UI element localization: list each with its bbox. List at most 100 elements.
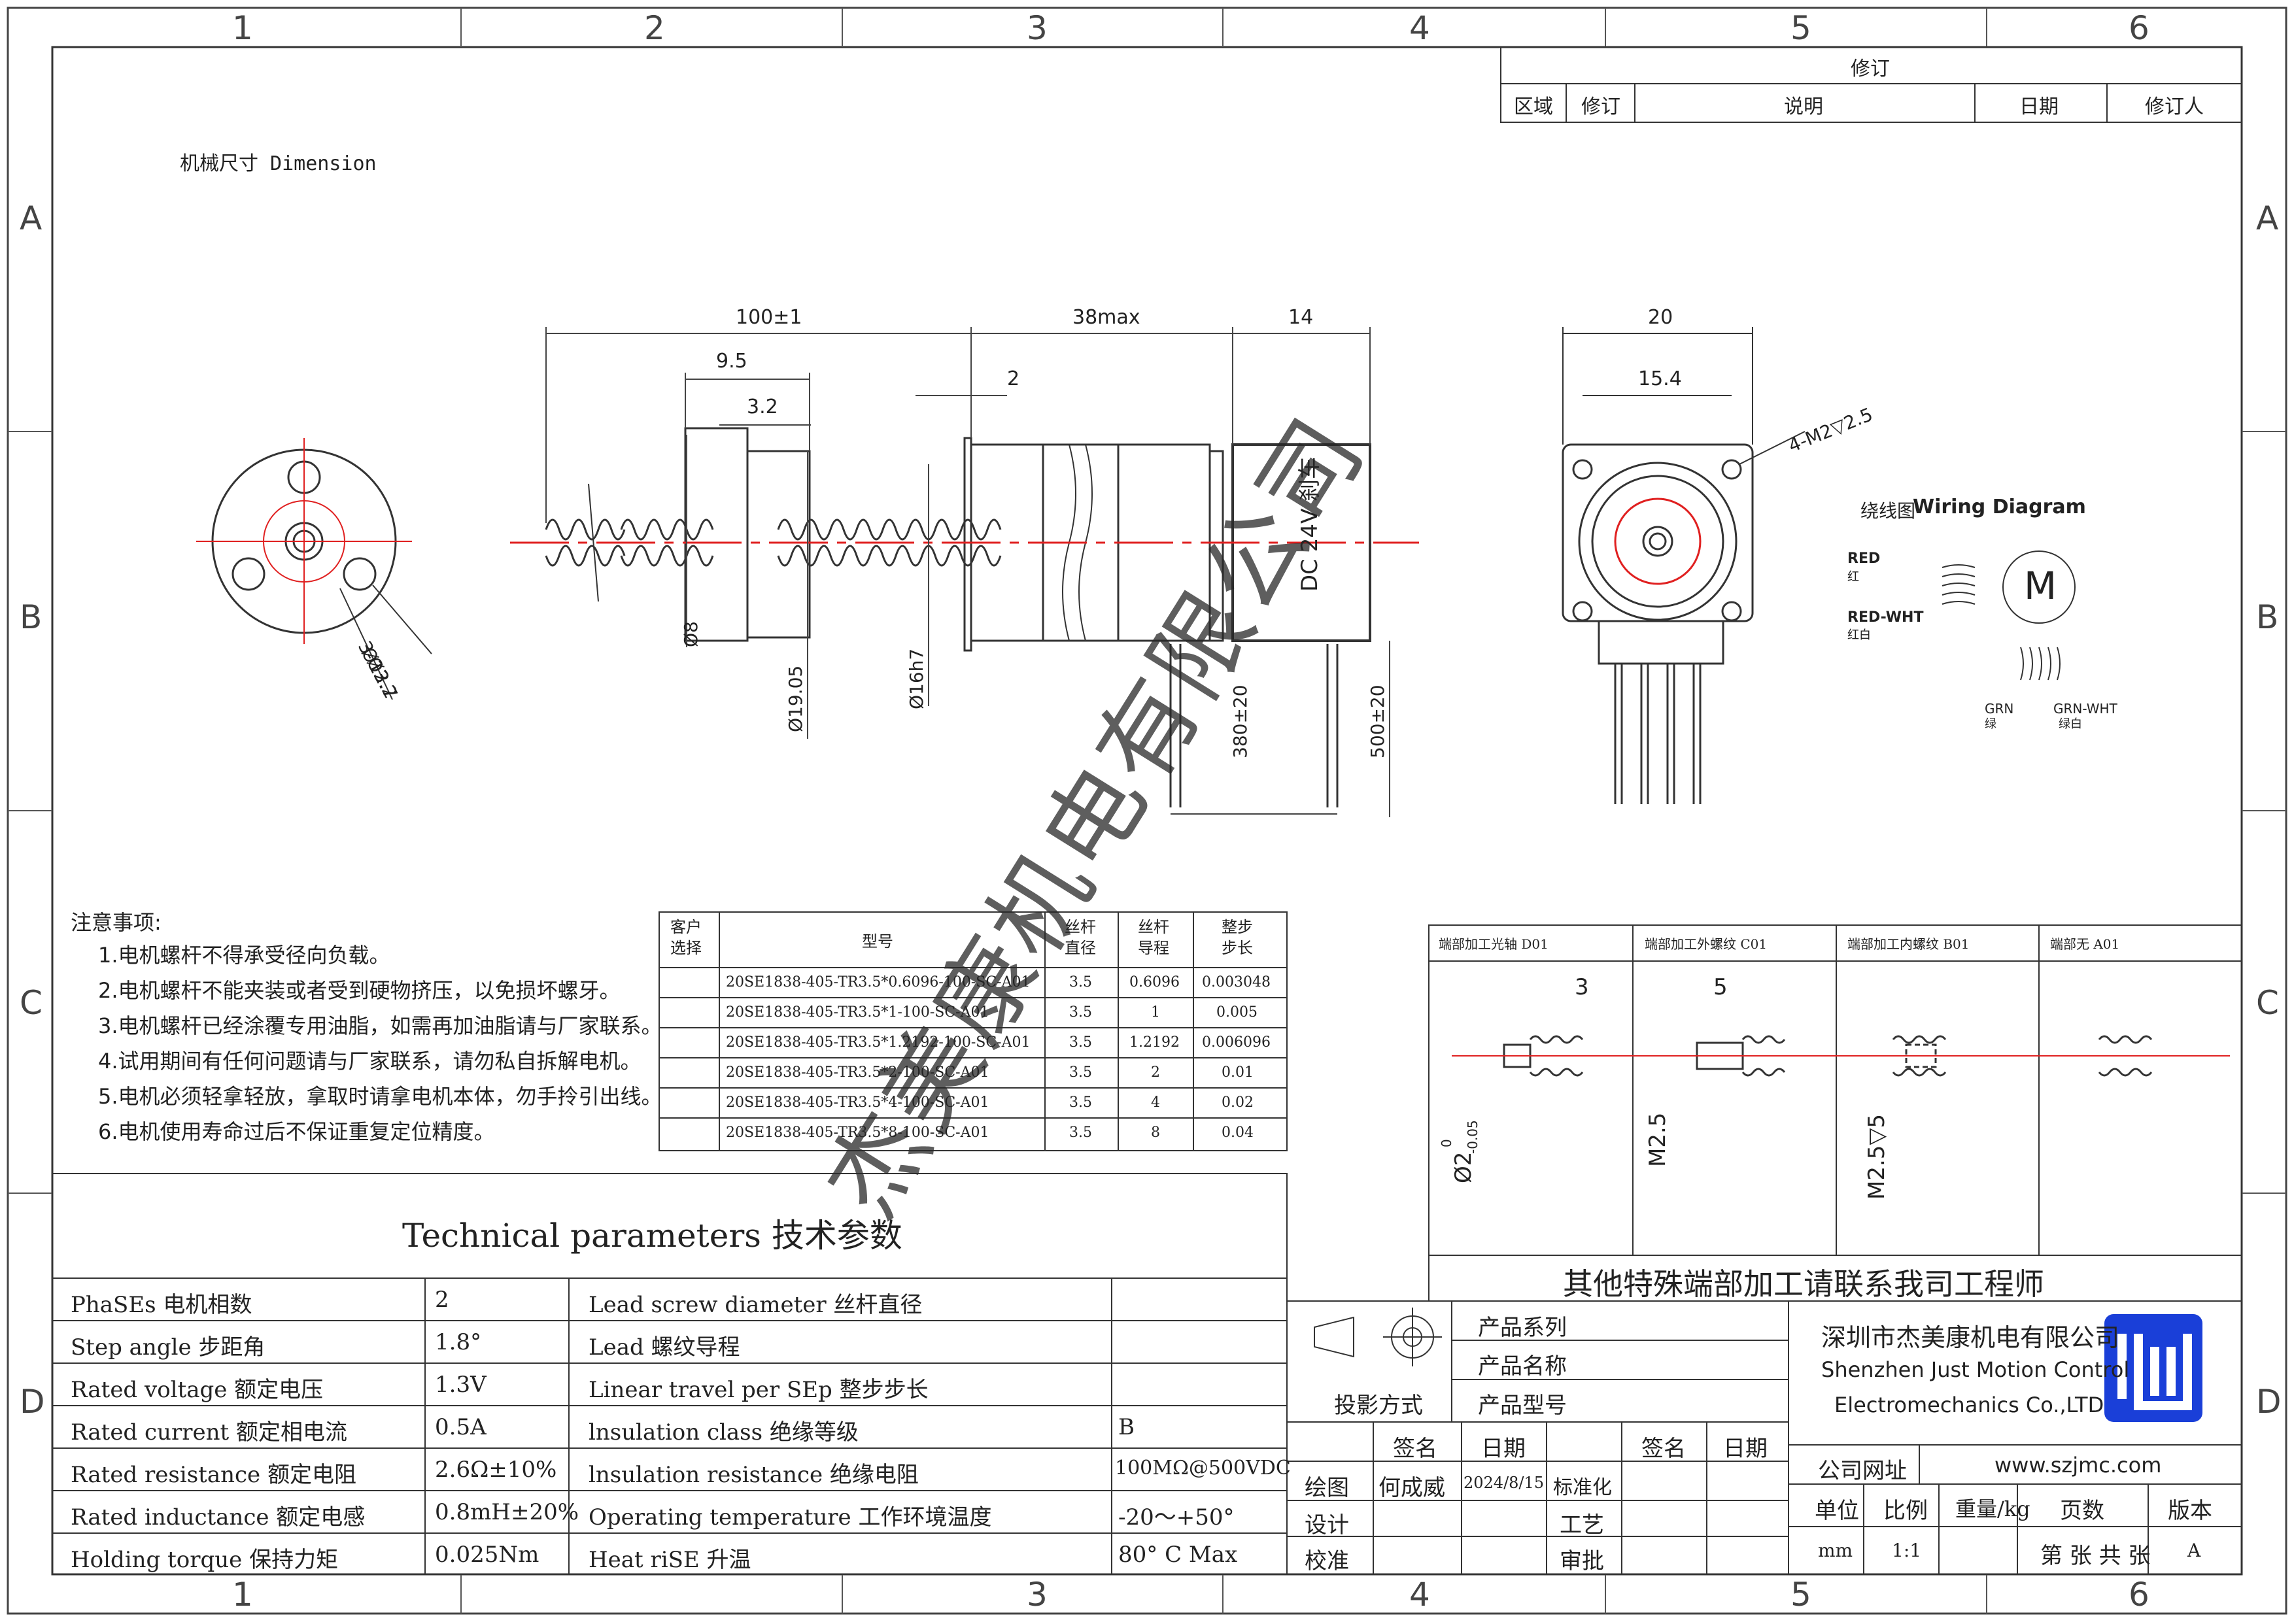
tech-row-value: 1.8° xyxy=(435,1329,482,1355)
model-row-dia: 3.5 xyxy=(1069,1064,1092,1081)
c01-length: 5 xyxy=(1713,974,1728,1000)
note-item: 5.电机必须轻拿轻放，拿取时请拿电机本体，勿手拎引出线。 xyxy=(98,1084,662,1109)
motor-symbol: M xyxy=(2024,564,2057,608)
col-label-6-bottom: 6 xyxy=(2129,1576,2149,1614)
end-opt-header-c01: 端部加工外螺纹 C01 xyxy=(1645,936,1768,952)
tb-draw-date: 2024/8/15 xyxy=(1464,1474,1545,1492)
tech-row-value: 0.5A xyxy=(435,1414,487,1440)
col-label-6: 6 xyxy=(2129,9,2149,47)
front-view xyxy=(196,438,432,700)
tb-product-name: 产品名称 xyxy=(1478,1353,1567,1379)
wire-grn-wht: GRN-WHT xyxy=(2053,701,2117,717)
tb-pages-val: 第 张 共 张 xyxy=(2040,1543,2151,1569)
model-row-name: 20SE1838-405-TR3.5*1.2192-100-SC-A01 xyxy=(726,1034,1031,1051)
tech-row-label: Rated inductance 额定电感 xyxy=(71,1504,366,1531)
tech-row-label: Step angle 步距角 xyxy=(71,1334,265,1361)
revision-title: 修订 xyxy=(1851,58,1890,80)
row-label-d-right: D xyxy=(2256,1383,2282,1421)
tb-website[interactable]: www.szjmc.com xyxy=(1994,1453,2162,1478)
tech-row-label2: Lead 螺纹导程 xyxy=(589,1334,740,1361)
row-label-c-right: C xyxy=(2256,984,2279,1022)
wire-grn: GRN xyxy=(1985,701,2014,717)
col-label-4-bottom: 4 xyxy=(1409,1576,1430,1614)
end-opt-header-a01: 端部无 A01 xyxy=(2050,936,2120,952)
tb-unit: 单位 xyxy=(1815,1498,1859,1524)
model-row-step: 0.005 xyxy=(1216,1004,1258,1021)
tb-scale: 比例 xyxy=(1883,1498,1928,1524)
wire-red-wht-cn: 红白 xyxy=(1847,628,1871,642)
revision-header-reviser: 修订人 xyxy=(2145,95,2204,118)
tech-row-value: 0.025Nm xyxy=(435,1542,539,1568)
revision-header-area: 区域 xyxy=(1514,95,1553,118)
col-label-3: 3 xyxy=(1027,9,1048,47)
dim-screw: Ø8 xyxy=(680,621,702,647)
side-dimensions xyxy=(545,327,1390,817)
tech-row-label: Rated current 额定相电流 xyxy=(71,1419,347,1446)
end-options-grid xyxy=(1428,924,2242,1302)
tb-approve: 审批 xyxy=(1560,1548,1604,1574)
tech-row-value2: B xyxy=(1118,1414,1135,1440)
tech-row-label2: Operating temperature 工作环境温度 xyxy=(589,1504,992,1531)
tb-drawer: 何成威 xyxy=(1378,1475,1445,1501)
model-row-name: 20SE1838-405-TR3.5*0.6096-100-SC-A01 xyxy=(726,974,1031,990)
company-logo-icon xyxy=(2104,1314,2202,1422)
tech-row-value: 2.6Ω±10% xyxy=(435,1457,557,1483)
section-title: 机械尺寸 Dimension xyxy=(180,152,377,175)
model-row-lead: 1 xyxy=(1151,1004,1160,1021)
revision-table xyxy=(1500,46,2242,123)
model-row-lead: 8 xyxy=(1151,1125,1160,1141)
zone-ticks xyxy=(8,8,2286,1614)
model-row-lead: 2 xyxy=(1151,1064,1160,1081)
notes-title: 注意事项: xyxy=(71,910,162,935)
model-table-grid xyxy=(659,911,1288,1151)
tb-date2: 日期 xyxy=(1723,1436,1768,1462)
model-row-name: 20SE1838-405-TR3.5*8-100-SC-A01 xyxy=(726,1125,989,1141)
tb-process: 工艺 xyxy=(1560,1512,1604,1538)
tb-projection: 投影方式 xyxy=(1334,1393,1423,1419)
model-row-lead: 4 xyxy=(1151,1094,1160,1111)
tb-website-label: 公司网址 xyxy=(1818,1458,1907,1484)
wire-red-wht: RED-WHT xyxy=(1847,609,1924,626)
model-row-step: 0.02 xyxy=(1222,1094,1254,1111)
dim-nut-od: Ø19.05 xyxy=(785,665,806,732)
d01-tol-lower: -0.05 xyxy=(1465,1120,1481,1154)
lead-brake-len: 500±20 xyxy=(1367,685,1388,758)
tech-row-value2: -20～+50° xyxy=(1118,1504,1235,1531)
c01-thread: M2.5 xyxy=(1645,1112,1671,1167)
model-header-select: 客户 选择 xyxy=(670,918,702,957)
tb-standard: 标准化 xyxy=(1553,1476,1612,1499)
model-row-name: 20SE1838-405-TR3.5*2-100-SC-A01 xyxy=(726,1064,989,1081)
tb-version-val: A xyxy=(2187,1540,2201,1561)
tb-product-series: 产品系列 xyxy=(1478,1315,1567,1341)
tb-weight: 重量/kg xyxy=(1955,1497,2030,1521)
model-header-step: 整步 步长 xyxy=(1222,918,1253,957)
tech-row-value: 1.3V xyxy=(435,1372,487,1398)
col-label-5: 5 xyxy=(1790,9,1811,47)
d01-diameter: Ø2 xyxy=(1450,1151,1477,1183)
model-header-model: 型号 xyxy=(862,932,893,951)
tech-table-grid xyxy=(52,1173,1288,1575)
dim-total: 100±1 xyxy=(736,306,802,329)
note-item: 1.电机螺杆不得承受径向负载。 xyxy=(98,943,390,968)
row-label-c: C xyxy=(20,984,43,1022)
wiring-title-cn: 绕线图 xyxy=(1860,500,1916,522)
tb-version: 版本 xyxy=(2168,1498,2212,1524)
tb-sign: 签名 xyxy=(1393,1436,1437,1462)
tech-row-label: PhaSEs 电机相数 xyxy=(71,1292,252,1318)
col-label-3-bottom: 3 xyxy=(1027,1576,1048,1614)
model-row-step: 0.003048 xyxy=(1202,974,1271,990)
model-row-step: 0.006096 xyxy=(1202,1034,1271,1051)
wiring-title-en: Wiring Diagram xyxy=(1913,496,2086,518)
model-header-lead: 丝杆 导程 xyxy=(1138,918,1169,957)
tb-pages: 页数 xyxy=(2060,1498,2104,1524)
tech-row-value: 0.8mH±20% xyxy=(435,1499,579,1525)
col-label-2: 2 xyxy=(644,9,665,47)
model-row-lead: 0.6096 xyxy=(1129,974,1180,990)
note-item: 6.电机使用寿命过后不保证重复定位精度。 xyxy=(98,1119,495,1144)
note-item: 4.试用期间有任何问题请与厂家联系，请勿私自拆解电机。 xyxy=(98,1049,642,1074)
tb-sign2: 签名 xyxy=(1641,1436,1686,1462)
tech-row-label: Rated resistance 额定电阻 xyxy=(71,1462,356,1488)
dim-body: 38max xyxy=(1072,306,1140,329)
